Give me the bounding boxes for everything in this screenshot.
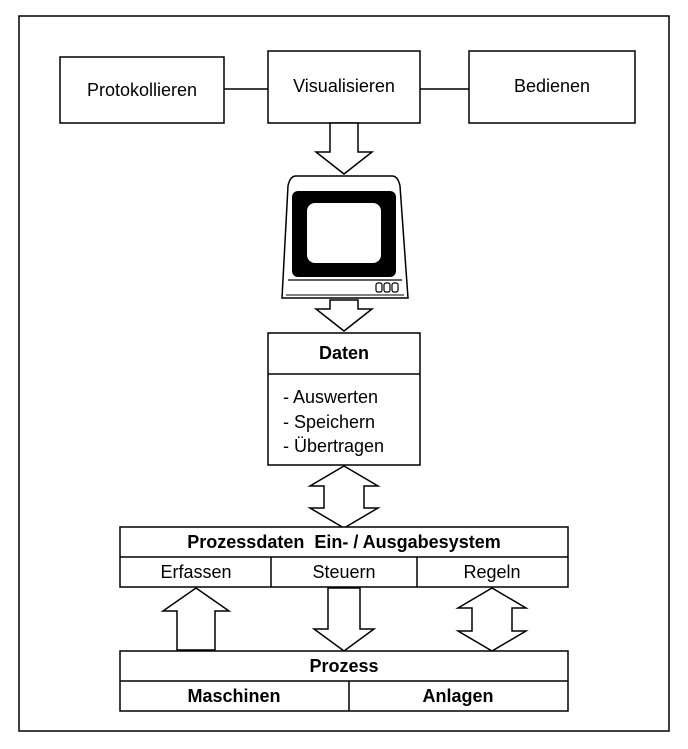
io-cell-erfassen: Erfassen: [160, 562, 231, 582]
arrow-down-steuern: [311, 587, 377, 652]
bedienen-box: [468, 50, 636, 124]
io-system-title: Prozessdaten Ein- / Ausgabesystem: [187, 532, 500, 552]
io-cell-steuern: Steuern: [312, 562, 375, 582]
prozess-title: Prozess: [309, 656, 378, 676]
daten-item-speichern: - Speichern: [283, 412, 375, 432]
daten-item-uebertragen: - Übertragen: [283, 436, 384, 456]
protokollieren-label: Protokollieren: [87, 80, 197, 100]
monitor-icon: [281, 175, 409, 299]
io-cell-regeln: Regeln: [463, 562, 520, 582]
visualisieren-box: [267, 50, 421, 124]
arrow-down-to-daten: [313, 299, 375, 332]
bedienen-label: Bedienen: [514, 76, 590, 96]
daten-item-auswerten: - Auswerten: [283, 387, 378, 407]
protokollieren-box: [59, 56, 225, 124]
daten-box: [267, 332, 421, 466]
prozess-cell-anlagen: Anlagen: [422, 686, 493, 706]
arrow-down-to-monitor: [313, 122, 375, 175]
outer-frame: [18, 15, 670, 732]
double-arrow-daten-io: [307, 465, 381, 529]
prozess-cell-maschinen: Maschinen: [187, 686, 280, 706]
daten-title: Daten: [319, 343, 369, 363]
arrow-up-erfassen: [160, 587, 232, 651]
double-arrow-regeln: [455, 587, 529, 652]
visualisieren-label: Visualisieren: [293, 76, 395, 96]
